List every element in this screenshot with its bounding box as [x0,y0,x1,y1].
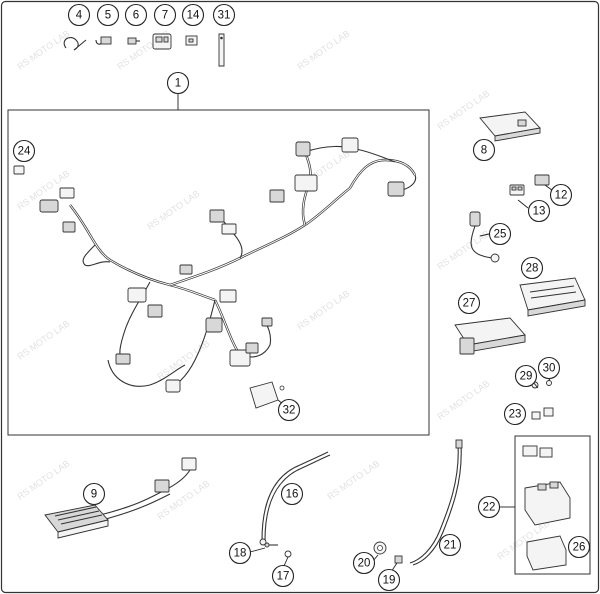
callout-19: 19 [377,568,401,592]
watermark: RS MOTO LAB [435,228,491,271]
svg-text:13: 13 [533,206,546,218]
callout-9: 9 [82,482,106,506]
svg-text:8: 8 [481,145,487,157]
svg-text:6: 6 [133,10,139,22]
callout-26: 26 [567,535,591,559]
callout-12: 12 [549,183,573,207]
part-12-relay-plug [534,174,550,186]
svg-text:18: 18 [234,548,247,560]
callout-32: 32 [277,398,301,422]
callout-6: 6 [124,3,148,27]
callout-30: 30 [537,356,561,380]
svg-text:4: 4 [76,10,83,22]
part-9-regulator [44,457,197,539]
watermark: RS MOTO LAB [15,28,71,71]
watermark: RS MOTO LAB [295,28,351,71]
watermark: RS MOTO LAB [15,318,71,361]
svg-text:28: 28 [526,263,539,275]
callout-21: 21 [438,533,462,557]
main-wiring-harness [13,137,417,393]
svg-text:30: 30 [543,363,556,375]
leader-lines [249,184,557,573]
watermark: RS MOTO LAB [435,88,491,131]
watermark: RS MOTO LAB [15,458,71,501]
callout-18: 18 [228,541,252,565]
callout-1: 1 [166,71,190,95]
callout-16: 16 [280,482,304,506]
wiring-harness-frame [7,109,430,436]
svg-text:1: 1 [175,78,181,90]
part-22-starter-relay [522,445,571,526]
svg-text:20: 20 [358,558,371,570]
watermark: RS MOTO LAB [155,338,211,381]
part-6-plug [127,37,140,45]
svg-text:24: 24 [18,146,31,158]
part-5-clip [95,36,112,45]
part-7-connector-housing [152,33,172,50]
svg-text:17: 17 [277,571,290,583]
callout-7: 7 [153,3,177,27]
watermark: RS MOTO LAB [325,458,381,501]
svg-text:26: 26 [573,542,586,554]
svg-text:25: 25 [494,229,507,241]
callout-23: 23 [503,402,527,426]
part-8-control-unit [479,111,541,142]
part-27-battery-holder [454,317,526,355]
part-30-screw [546,380,552,386]
svg-text:9: 9 [91,489,97,501]
callout-27: 27 [457,291,481,315]
svg-text:5: 5 [105,10,111,22]
callout-4: 4 [67,3,91,27]
svg-text:29: 29 [520,371,533,383]
callout-31: 31 [212,3,236,27]
callout-20: 20 [352,551,376,575]
part-19-nut [394,555,403,564]
part-16-cable [259,451,331,546]
svg-text:7: 7 [162,10,168,22]
callout-25: 25 [488,222,512,246]
part-23-rubber-pads [531,407,554,420]
part-25-sensor-cable [469,211,500,263]
svg-text:31: 31 [218,10,231,22]
callout-13: 13 [527,199,551,223]
svg-text:23: 23 [509,409,522,421]
callout-24: 24 [12,139,36,163]
svg-text:27: 27 [463,298,476,310]
part-32-bracket [249,381,285,409]
callout-5: 5 [96,3,120,27]
part-26-relay-cover [526,535,567,571]
part-17-washer [284,550,292,558]
part-18-bolt [264,542,278,548]
callout-28: 28 [520,256,544,280]
callout-29: 29 [514,364,538,388]
svg-text:32: 32 [283,405,296,417]
svg-text:21: 21 [444,540,457,552]
part-14-terminal [185,35,198,46]
svg-text:12: 12 [555,190,568,202]
part-31-strap [218,33,225,67]
svg-text:16: 16 [286,489,299,501]
callout-17: 17 [271,564,295,588]
part-4-cable-tie [63,37,87,51]
svg-text:14: 14 [187,10,200,22]
watermark: RS MOTO LAB [145,188,201,231]
relay-group-frame [514,435,591,575]
callout-8: 8 [472,138,496,162]
part-21-cable [409,439,463,566]
callout-22: 22 [477,495,501,519]
watermark: RS MOTO LAB [435,378,491,421]
part-13-relay-connector [509,184,525,196]
watermark: RS MOTO LAB [295,288,351,331]
callout-14: 14 [181,3,205,27]
part-20-terminal [373,541,387,555]
svg-text:22: 22 [483,502,496,514]
svg-text:19: 19 [383,575,396,587]
part-28-tray [519,277,586,317]
